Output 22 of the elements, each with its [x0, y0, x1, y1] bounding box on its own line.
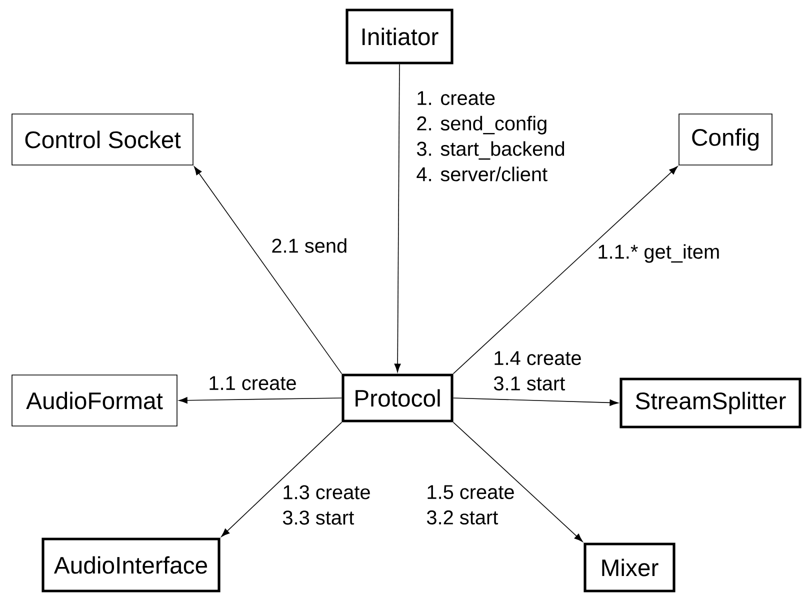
edge-label: 2.1 send: [272, 238, 346, 253]
arrow: [394, 64, 401, 372]
arrow: [221, 422, 342, 537]
edge-label: 1.3 create 3.3 start: [282, 485, 370, 525]
arrow: [194, 166, 342, 374]
edge-label: 1.1 create: [210, 376, 296, 390]
arrow: [452, 422, 583, 542]
class-box: AudioFormat: [12, 374, 178, 426]
edge-label: 1.4 create 3.1 start: [494, 351, 581, 390]
class-box: Mixer: [584, 542, 676, 592]
class-box: StreamSplitter: [620, 378, 802, 428]
class-box: AudioInterface: [42, 538, 220, 592]
class-box: Config: [678, 114, 772, 166]
arrow: [452, 166, 678, 374]
arrow: [452, 398, 618, 406]
edge-label: 1.5 create 3.2 start: [426, 485, 514, 524]
edge-label: 1.1.* get_item: [598, 244, 719, 263]
arrow: [178, 397, 342, 404]
class-box: Initiator: [346, 8, 454, 64]
class-box: Protocol: [342, 374, 454, 422]
class-box: Control Socket: [12, 114, 194, 166]
edge-label: 1. create 2. send_config 3. start_backend 4. server/client: [416, 91, 564, 182]
